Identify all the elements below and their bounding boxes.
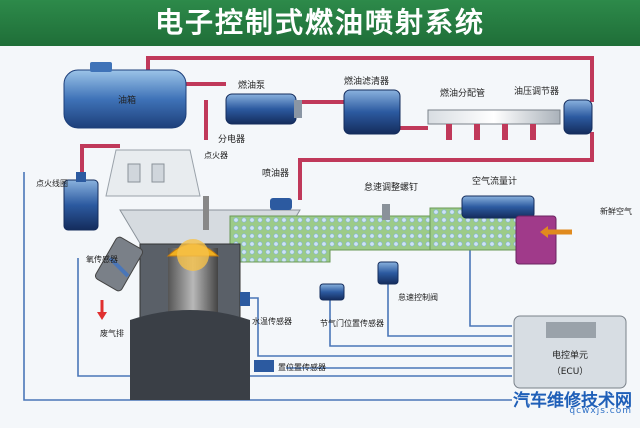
distributor-label: 分电器 <box>218 133 245 145</box>
fuel-filter: 燃油滤清器 <box>343 75 401 135</box>
fuel-filter-label: 燃油滤清器 <box>344 75 389 87</box>
fuel-rail: 燃油分配管 <box>427 87 561 140</box>
fuel-pump-label: 燃油泵 <box>238 79 265 91</box>
position-sensor: 置位置传感器 <box>254 360 326 372</box>
position-sensor-label: 置位置传感器 <box>278 362 326 372</box>
coolant-temp-sensor: 水温传感器 <box>240 292 292 326</box>
oxygen-sensor-label: 氧传感器 <box>86 254 118 264</box>
ignition-coil-label: 点火线圈 <box>36 178 68 188</box>
air-flow-meter-label: 空气流量计 <box>472 175 517 187</box>
pressure-regulator: 油压调节器 <box>514 85 593 135</box>
ecu: 电控单元 （ECU） <box>513 315 627 389</box>
throttle-position-sensor-label: 节气门位置传感器 <box>320 318 384 328</box>
signal-lines <box>23 172 512 401</box>
idle-control-valve: 怠速控制阀 <box>377 261 438 302</box>
ignition-coil: 点火线圈 <box>36 172 99 231</box>
fuel-tank-label: 油箱 <box>118 94 136 106</box>
fuel-tank: 油箱 <box>63 62 187 129</box>
cylinder <box>130 239 250 400</box>
title-bar <box>0 0 640 46</box>
throttle-position-sensor: 节气门位置传感器 <box>319 283 384 328</box>
spark-plug-label: 点火器 <box>204 151 228 160</box>
fuel-pump: 燃油泵 <box>225 79 302 125</box>
idle-adjust-screw: 怠速调整螺钉 <box>364 181 418 220</box>
pressure-regulator-label: 油压调节器 <box>514 85 559 97</box>
idle-adjust-screw-label: 怠速调整螺钉 <box>364 181 418 193</box>
distributor: 分电器 <box>105 133 245 197</box>
injector-label: 喷油器 <box>262 167 289 179</box>
coolant-temp-sensor-label: 水温传感器 <box>252 316 292 326</box>
fuel-rail-label: 燃油分配管 <box>440 87 485 99</box>
fresh-air-label: 新鲜空气 <box>600 206 632 216</box>
oxygen-sensor: 氧传感器 废气排 <box>86 236 144 338</box>
watermark-url: qcwxjs.com <box>569 406 632 416</box>
watermark-name: 汽车维修技术网 <box>513 391 632 411</box>
air-flow-meter: 空气流量计 新鲜空气 <box>461 175 632 265</box>
ecu-label-line1: 电控单元 <box>552 349 588 361</box>
exhaust-label: 废气排 <box>100 328 124 338</box>
diagram-title: 电子控制式燃油喷射系统 <box>154 6 485 39</box>
idle-control-valve-label: 怠速控制阀 <box>398 292 438 302</box>
ecu-label-line2: （ECU） <box>552 366 589 377</box>
